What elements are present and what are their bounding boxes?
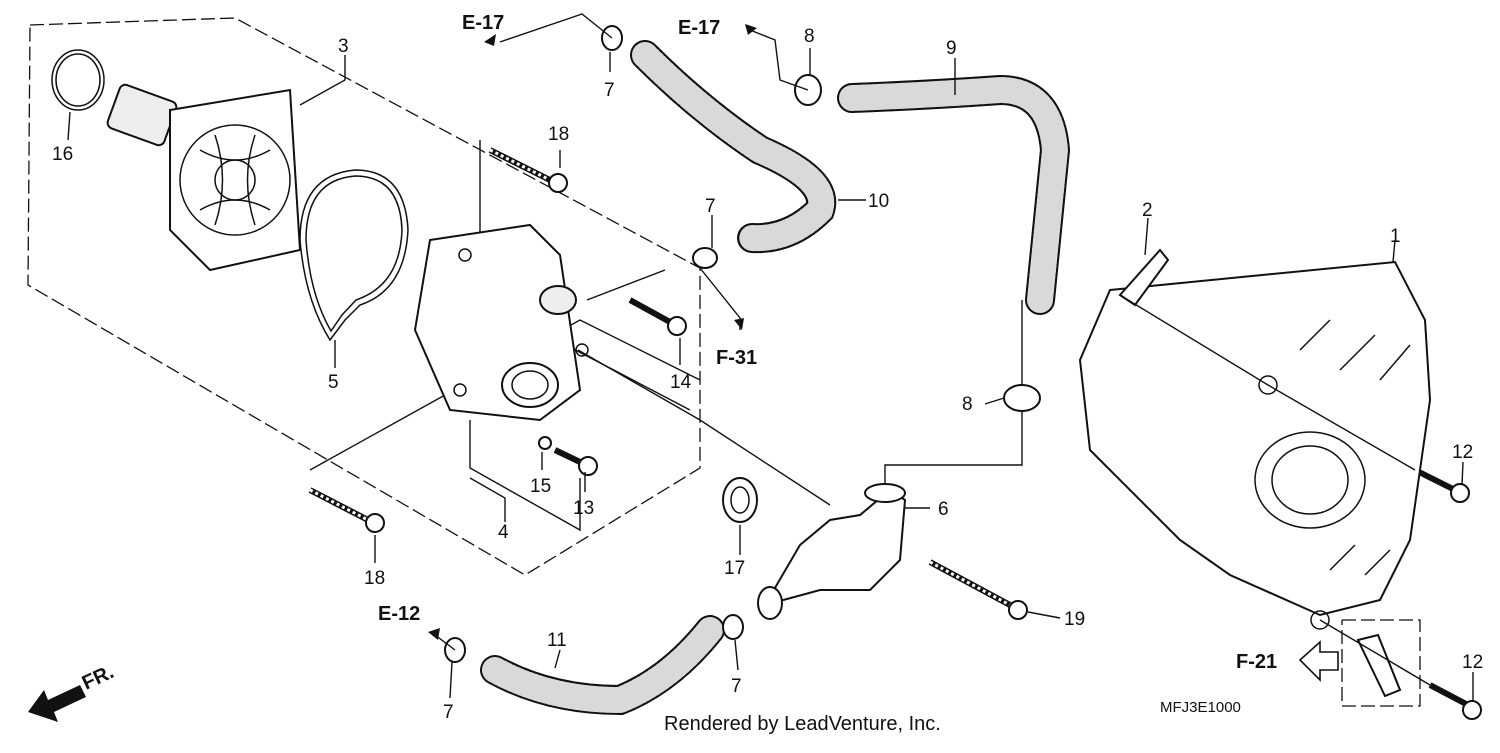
section-references: E-17 E-17 F-31 E-12 F-21 (378, 12, 1277, 673)
bracket-small (1356, 633, 1402, 698)
callout-6: 6 (938, 499, 949, 520)
hose-9 (837, 74, 1071, 315)
callout-16: 16 (52, 144, 73, 165)
callout-11: 11 (547, 630, 567, 651)
callout-12-top: 12 (1452, 442, 1473, 463)
bolt-14 (628, 297, 687, 336)
ref-f31: F-31 (716, 347, 757, 369)
callout-17: 17 (724, 558, 745, 579)
hose-10 (630, 40, 837, 254)
ref-e17-left: E-17 (462, 12, 504, 34)
gasket-5 (299, 169, 409, 342)
ref-f21: F-21 (1236, 651, 1277, 673)
callout-18-bottom: 18 (364, 568, 385, 589)
callout-7-mid: 7 (705, 196, 716, 217)
clamp-7-mid (692, 247, 718, 269)
callout-10: 10 (868, 191, 889, 212)
bolt-19 (928, 559, 1028, 620)
callout-12-bottom: 12 (1462, 652, 1483, 673)
bolt-18-top (488, 147, 568, 193)
leader-lines (67, 13, 1474, 700)
callout-14: 14 (670, 372, 692, 393)
callout-2: 2 (1142, 200, 1153, 221)
direction-label: FR. (79, 661, 117, 695)
pump-impeller-body (106, 83, 302, 272)
callout-5: 5 (328, 372, 339, 393)
credit-line: Rendered by LeadVenture, Inc. (664, 713, 941, 735)
callout-8-top: 8 (804, 26, 815, 47)
pump-cover (413, 223, 589, 422)
diagram-code: MFJ3E1000 (1160, 699, 1241, 716)
seal-17 (722, 477, 758, 523)
callout-15: 15 (530, 476, 551, 497)
assembly-box-3 (27, 17, 701, 576)
callout-19: 19 (1064, 609, 1085, 630)
callout-13: 13 (573, 498, 594, 519)
o-ring-16 (51, 49, 105, 111)
callout-4: 4 (498, 522, 509, 543)
ref-e12: E-12 (378, 603, 420, 625)
callout-7-lower-right: 7 (731, 676, 742, 697)
bolt-12-top (1413, 467, 1470, 503)
callout-7-lower-left: 7 (443, 702, 454, 723)
water-pipe-6 (757, 483, 907, 620)
bolt-18-bottom (308, 487, 385, 533)
callout-18-top: 18 (548, 124, 569, 145)
front-direction-arrow: FR. (28, 661, 117, 722)
bolt-12-bottom (1428, 682, 1482, 720)
hose-11 (480, 615, 725, 716)
callout-3: 3 (338, 36, 349, 57)
bolt-13 (538, 436, 598, 476)
callout-8-mid: 8 (962, 394, 973, 415)
ref-e17-right: E-17 (678, 17, 720, 39)
clamp-8-mid (1003, 384, 1041, 412)
callout-1: 1 (1390, 226, 1401, 247)
reference-arrows (428, 24, 1339, 682)
callout-labels: 1 2 3 4 5 6 7 7 7 7 8 8 9 10 11 12 12 13… (52, 26, 1483, 723)
callout-9: 9 (946, 38, 957, 59)
callout-7-top: 7 (604, 80, 615, 101)
cover-1 (1078, 260, 1432, 630)
clamp-7-lower-right (722, 614, 744, 640)
assembly-box-4 (309, 319, 701, 532)
